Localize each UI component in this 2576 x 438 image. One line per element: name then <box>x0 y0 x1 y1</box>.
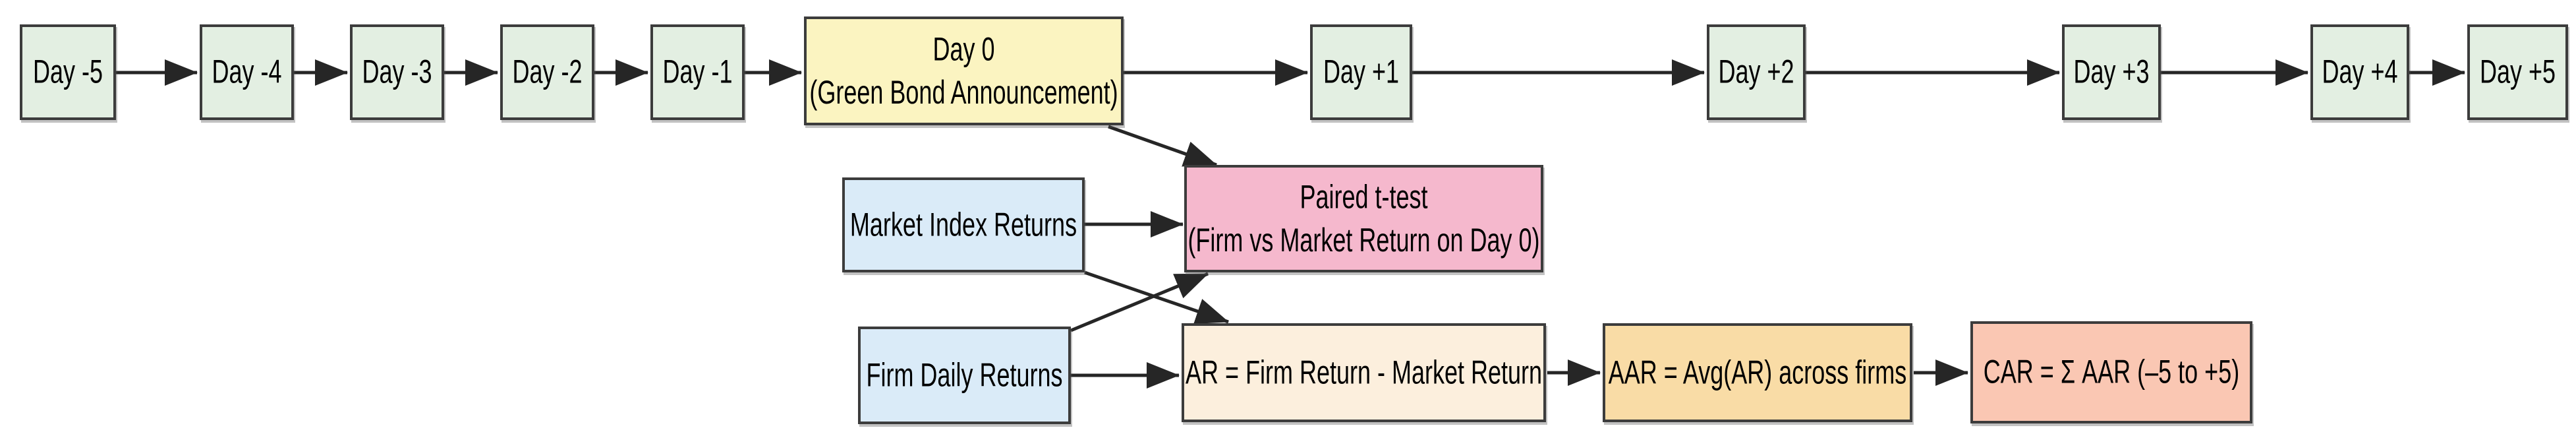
node-day-plus-3: Day +3 <box>2062 24 2161 120</box>
edge-firm-returns-to-t-test <box>1070 272 1209 332</box>
node-paired-t-test-label-line1: Paired t-test <box>1300 177 1428 216</box>
node-day-minus-3-label: Day -3 <box>362 52 432 90</box>
node-day-plus-4-label: Day +4 <box>2322 52 2398 90</box>
node-day-minus-2: Day -2 <box>500 24 594 120</box>
node-day-minus-3: Day -3 <box>350 24 444 120</box>
node-cumulative-abnormal-return-formula: CAR = Σ AAR (–5 to +5) <box>1970 321 2252 423</box>
node-paired-t-test-label-line2: (Firm vs Market Return on Day 0) <box>1188 220 1540 259</box>
node-market-index-returns: Market Index Returns <box>842 177 1085 272</box>
node-firm-daily-returns: Firm Daily Returns <box>858 327 1071 424</box>
node-paired-t-test: Paired t-test (Firm vs Market Return on … <box>1184 165 1543 272</box>
node-day-plus-4: Day +4 <box>2310 24 2409 120</box>
node-average-abnormal-return-formula: AAR = Avg(AR) across firms <box>1603 323 1912 422</box>
edge-market-returns-to-ar <box>1084 270 1229 324</box>
node-abnormal-return-formula-label: AR = Firm Return - Market Return <box>1185 353 1543 391</box>
node-day-minus-4: Day -4 <box>200 24 294 120</box>
node-day-minus-4-label: Day -4 <box>212 52 282 90</box>
node-day-plus-3-label: Day +3 <box>2073 52 2150 90</box>
node-abnormal-return-formula: AR = Firm Return - Market Return <box>1182 323 1546 422</box>
node-market-index-returns-label: Market Index Returns <box>849 205 1077 243</box>
node-day-minus-1-label: Day -1 <box>662 52 733 90</box>
node-day-plus-2-label: Day +2 <box>1718 52 1794 90</box>
node-paired-t-test-label: Paired t-test (Firm vs Market Return on … <box>1188 175 1539 262</box>
node-day-0-label: Day 0 (Green Bond Announcement) <box>809 28 1118 114</box>
node-firm-daily-returns-label: Firm Daily Returns <box>866 356 1063 394</box>
node-day-minus-5: Day -5 <box>20 24 116 120</box>
node-day-0-label-line1: Day 0 <box>932 29 995 68</box>
node-day-plus-1-label: Day +1 <box>1323 52 1400 90</box>
node-day-plus-1: Day +1 <box>1310 24 1412 120</box>
node-day-minus-5-label: Day -5 <box>32 52 103 90</box>
node-day-plus-2: Day +2 <box>1707 24 1806 120</box>
node-day-plus-5-label: Day +5 <box>2479 52 2556 90</box>
node-day-minus-1: Day -1 <box>650 24 745 120</box>
edge-day-0-to-t-test <box>1108 125 1217 167</box>
node-day-minus-2-label: Day -2 <box>512 52 583 90</box>
node-cumulative-abnormal-return-formula-label: CAR = Σ AAR (–5 to +5) <box>1983 352 2240 391</box>
node-average-abnormal-return-formula-label: AAR = Avg(AR) across firms <box>1608 353 1907 391</box>
node-day-plus-5: Day +5 <box>2467 24 2568 120</box>
node-day-0-announcement: Day 0 (Green Bond Announcement) <box>804 16 1124 125</box>
node-day-0-label-line2: (Green Bond Announcement) <box>809 73 1118 111</box>
